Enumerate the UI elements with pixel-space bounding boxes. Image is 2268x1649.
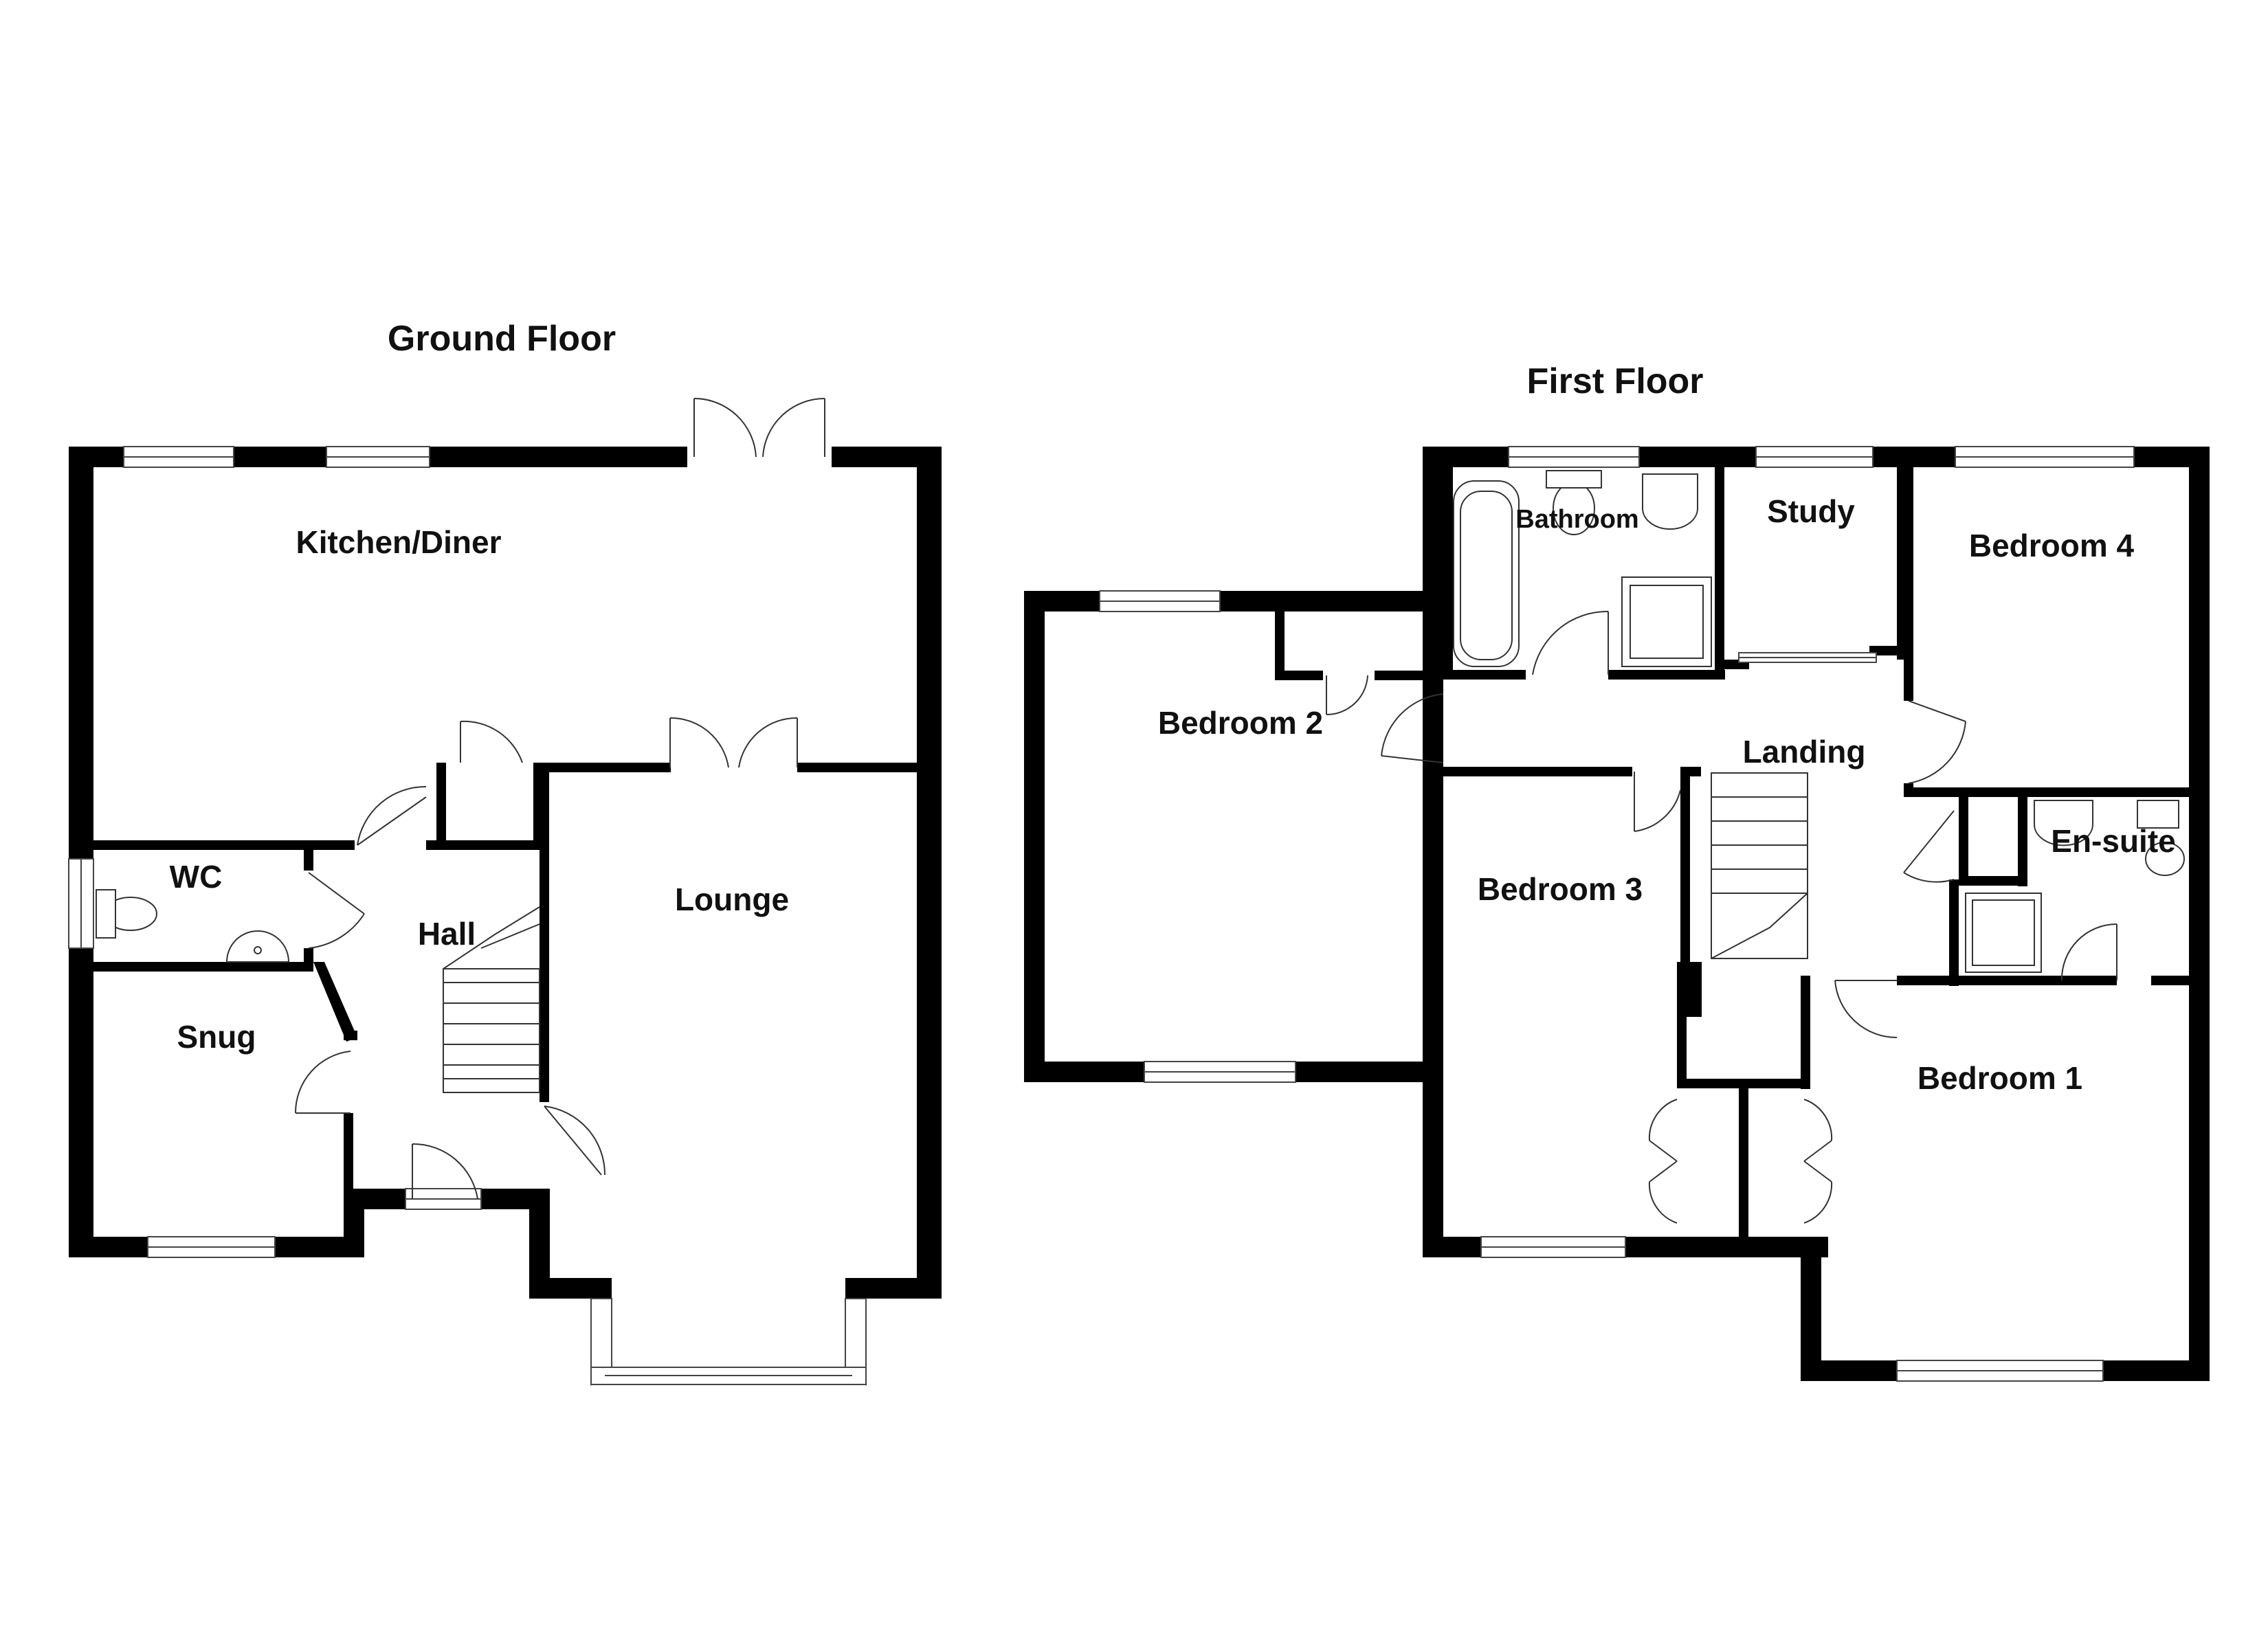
first-floor-windows xyxy=(1099,446,2135,1382)
room-label-bedroom4: Bedroom 4 xyxy=(1969,528,2135,563)
ground-floor-title: Ground Floor xyxy=(388,319,616,359)
room-label-bedroom1: Bedroom 1 xyxy=(1917,1060,2082,1096)
first-floor-walls xyxy=(1024,447,2210,1381)
first-floor-title: First Floor xyxy=(1526,361,1703,401)
ground-floor-fixtures xyxy=(96,889,290,963)
first-floor-fixtures xyxy=(1453,470,2185,973)
ground-floor: Ground Floor xyxy=(68,319,942,1387)
room-label-bedroom3: Bedroom 3 xyxy=(1478,871,1643,907)
ground-floor-stairs xyxy=(443,906,540,1093)
room-label-hall: Hall xyxy=(418,916,476,952)
room-label-kitchen-diner: Kitchen/Diner xyxy=(296,524,501,560)
room-label-snug: Snug xyxy=(177,1019,256,1055)
ground-floor-windows xyxy=(68,446,867,1387)
first-floor-doors xyxy=(1326,610,2117,1224)
room-label-lounge: Lounge xyxy=(675,882,789,917)
first-floor: First Floor xyxy=(1024,361,2210,1382)
ground-floor-doors xyxy=(294,397,825,1200)
room-label-study: Study xyxy=(1767,493,1855,529)
room-label-wc: WC xyxy=(170,859,223,895)
first-floor-stairs xyxy=(1711,772,1808,959)
room-label-bedroom2: Bedroom 2 xyxy=(1158,705,1323,741)
room-label-ensuite: En-suite xyxy=(2051,823,2175,859)
room-label-landing: Landing xyxy=(1743,734,1866,770)
room-label-bathroom: Bathroom xyxy=(1515,505,1638,534)
